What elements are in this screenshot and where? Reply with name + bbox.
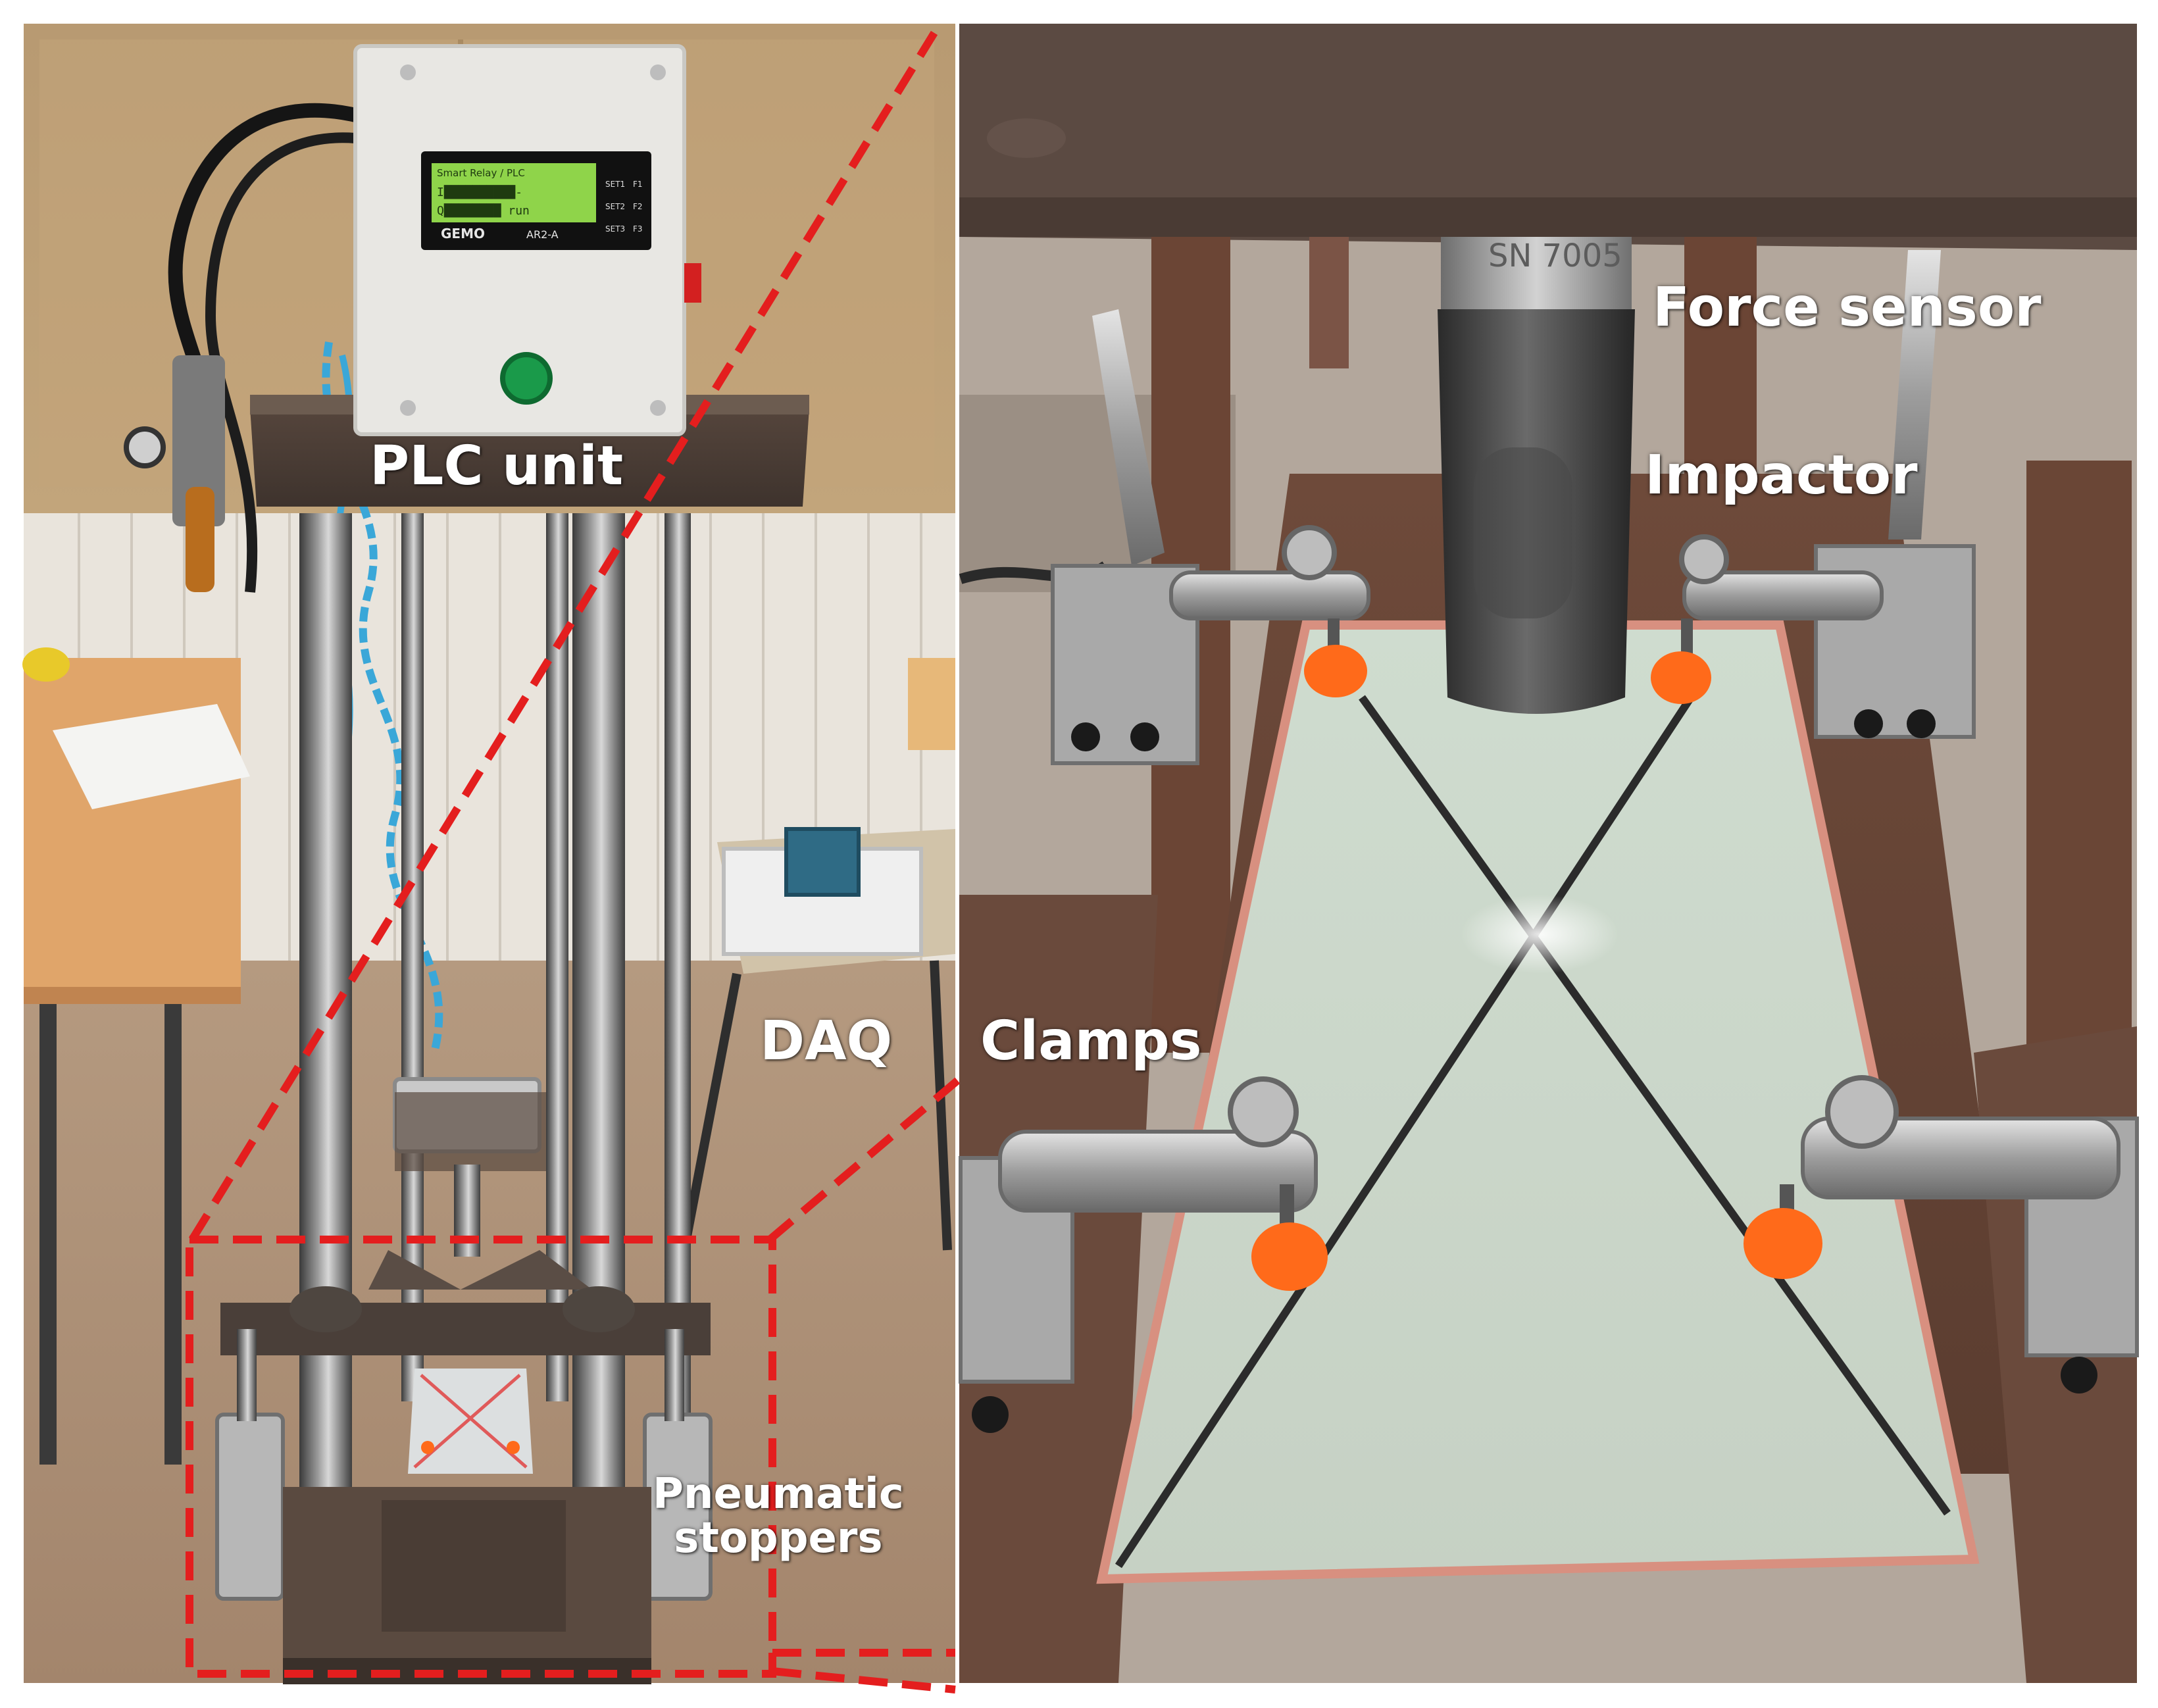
plc-brand: GEMO [441, 226, 485, 241]
svg-text:F2: F2 [633, 202, 643, 211]
label-force-sensor: Force sensor [1653, 276, 2042, 339]
label-pneumatic-stoppers: Pneumatic stoppers [653, 1472, 904, 1561]
zoom-annotation [186, 30, 962, 1694]
plc-green-button [500, 352, 553, 405]
clamp-top-right [1651, 250, 1976, 739]
clamp-bottom-left [959, 1076, 1328, 1433]
label-impactor: Impactor [1645, 444, 1918, 507]
svg-text:SET2: SET2 [605, 202, 625, 211]
plc-model: AR2-A [526, 228, 559, 241]
left-guide-rod [299, 513, 352, 1599]
zoom-line-top-outer [188, 30, 938, 1242]
label-clamps: Clamps [980, 1010, 1202, 1072]
svg-text:SET3: SET3 [605, 224, 625, 234]
label-pneumatic-line1: Pneumatic [653, 1470, 904, 1519]
svg-text:F3: F3 [633, 224, 643, 234]
label-stoppers-line2: stoppers [674, 1514, 883, 1563]
svg-text:SET1: SET1 [605, 180, 625, 189]
plc-display-title: Smart Relay / PLC [437, 167, 525, 179]
plc-display-line2: Q████████ run [437, 203, 530, 218]
left-photo-drop-tower: Smart Relay / PLC I██████████- Q████████… [22, 24, 955, 1684]
right-photo-impact-zone: SN 7005 [959, 24, 2139, 1683]
right-guide-rod [572, 513, 625, 1599]
plc-display-line1: I██████████- [437, 185, 522, 199]
label-daq: DAQ [760, 1010, 893, 1072]
plc-buttons: SET1 SET2 SET3 F1 F2 F3 [605, 180, 643, 234]
sensor-engraving: SN 7005 [1488, 238, 1622, 274]
zoom-region-box [186, 1236, 776, 1678]
svg-text:F1: F1 [633, 180, 643, 189]
label-plc-unit: PLC unit [370, 435, 624, 497]
clamp-top-left [1051, 309, 1370, 765]
clamp-bottom-right [1744, 1075, 2139, 1394]
